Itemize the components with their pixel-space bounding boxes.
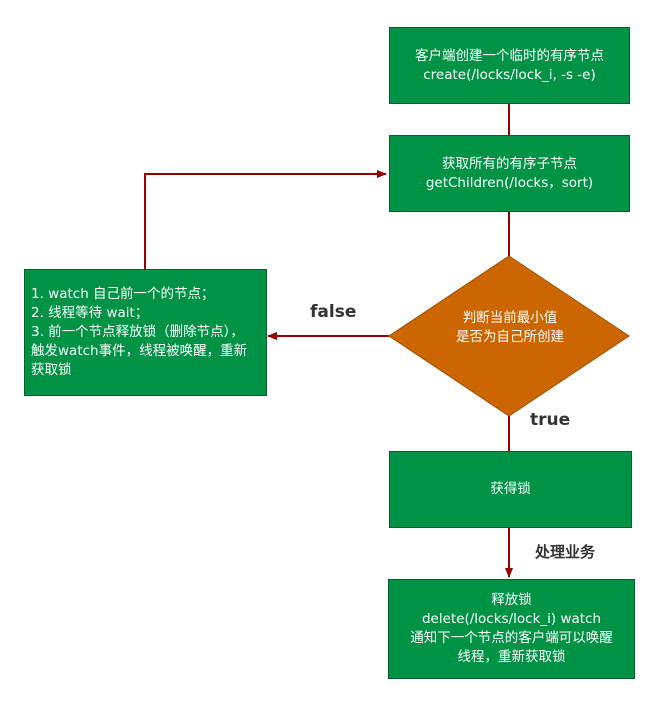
decision-line-1: 判断当前最小值 [462,310,558,326]
acquire-lock-box: 获得锁 [389,451,632,528]
watch-wait-line-3: 3. 前一个节点释放锁（删除节点）， [31,324,244,340]
decision-line-2: 是否为自己所创建 [456,329,564,345]
watch-wait-box: 1. watch 自己前一个的节点； 2. 线程等待 wait； 3. 前一个节… [24,269,267,396]
release-lock-line-2: delete(/locks/lock_i) watch [421,611,602,627]
watch-wait-line-1: 1. watch 自己前一个的节点； [31,286,215,302]
true-label: true [530,410,571,430]
false-label: false [310,302,357,322]
get-children-line-1: 获取所有的有序子节点 [442,155,577,172]
create-node-line-1: 客户端创建一个临时的有序节点 [415,47,604,64]
watch-wait-line-5: 获取锁 [31,362,72,378]
watch-wait-line-4: 触发watch事件，线程被唤醒，重新 [31,343,248,359]
create-node-line-2: create(/locks/lock_i, -s -e) [423,66,596,83]
release-lock-box: 释放锁 delete(/locks/lock_i) watch 通知下一个节点的… [388,579,635,679]
release-lock-line-1: 释放锁 [491,592,532,608]
acquire-lock-line-1: 获得锁 [490,481,531,497]
get-children-line-2: getChildren(/locks，sort) [425,174,594,191]
edge-watch-loop-back [144,170,387,269]
release-lock-line-4: 线程，重新获取锁 [457,649,566,665]
release-lock-line-3: 通知下一个节点的客户端可以唤醒 [410,630,613,646]
decision-diamond [388,255,630,417]
business-label: 处理业务 [535,543,596,561]
decision-text: 判断当前最小值 是否为自己所创建 [400,309,620,347]
create-node-box: 客户端创建一个临时的有序节点 create(/locks/lock_i, -s … [389,27,630,104]
get-children-box: 获取所有的有序子节点 getChildren(/locks，sort) [389,135,630,212]
watch-wait-line-2: 2. 线程等待 wait； [31,305,149,321]
